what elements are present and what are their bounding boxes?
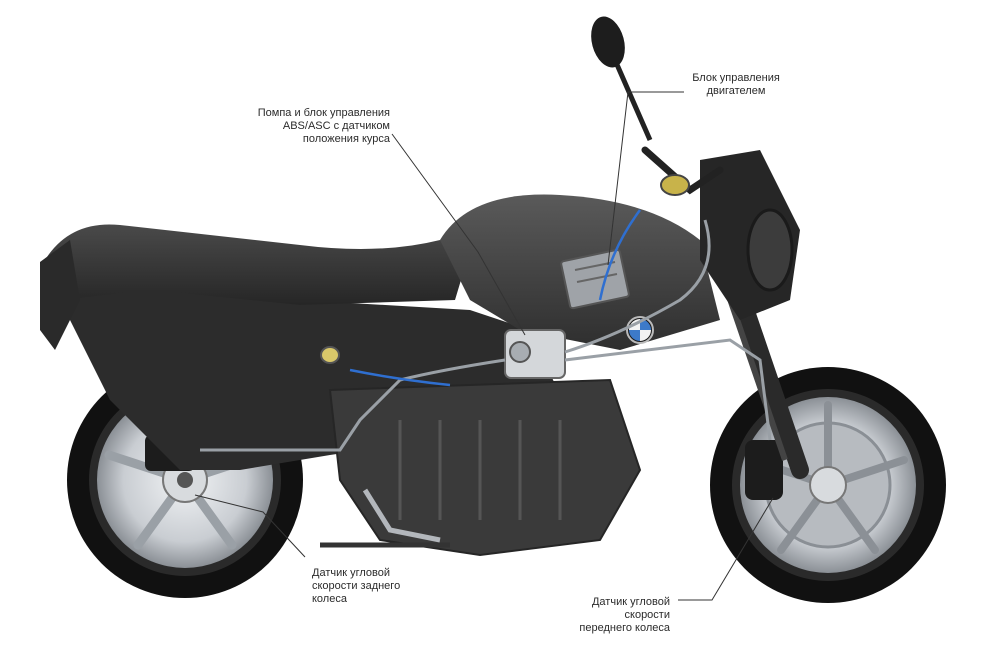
headlight — [746, 208, 794, 292]
handlebar — [641, 146, 724, 195]
callout-rear-sensor: Датчик угловой скорости заднего колеса — [312, 567, 452, 606]
callout-engine-unit-line-1: Блок управления — [692, 72, 780, 84]
leader-front-sensor — [678, 497, 774, 601]
sensor-cables — [349, 209, 642, 387]
front-brake-caliper — [745, 440, 783, 500]
foot-peg — [362, 488, 441, 543]
rear-brake-reservoir — [320, 346, 340, 364]
engine-block — [328, 378, 642, 557]
callout-abs-pump-line-1: Помпа и блок управления — [257, 107, 390, 119]
leader-rear-sensor — [194, 494, 306, 558]
callout-abs-pump-line-2: ABS/ASC с датчиком — [282, 120, 390, 132]
callout-front-sensor-line-3: переднего колеса — [579, 622, 670, 634]
mirror-stem — [612, 58, 653, 142]
seat — [45, 224, 470, 305]
brake-lines — [200, 219, 772, 452]
callout-rear-sensor-line-2: скорости заднего — [312, 580, 401, 592]
front-wheel — [710, 367, 946, 603]
callout-rear-sensor-line-3: колеса — [312, 593, 347, 605]
callout-front-sensor: Датчик угловой скорости переднего колеса — [530, 596, 670, 635]
callout-engine-unit-line-2: двигателем — [706, 85, 766, 97]
callout-abs-pump: Помпа и блок управления ABS/ASC с датчик… — [200, 107, 390, 146]
abs-pump-unit — [504, 329, 566, 379]
mirror — [591, 16, 625, 68]
brake-reservoir — [660, 174, 690, 196]
callout-engine-unit: Блок управления двигателем — [666, 72, 806, 98]
callout-abs-pump-line-3: положения курса — [302, 133, 390, 145]
tail-section — [40, 240, 80, 350]
callout-rear-sensor-line-1: Датчик угловой — [312, 567, 391, 579]
leader-engine-unit — [607, 91, 684, 266]
leader-abs-pump — [391, 133, 526, 336]
callout-front-sensor-line-1: Датчик угловой — [591, 596, 670, 608]
leader-lines — [194, 91, 774, 601]
callout-front-sensor-line-2: скорости — [624, 609, 670, 621]
